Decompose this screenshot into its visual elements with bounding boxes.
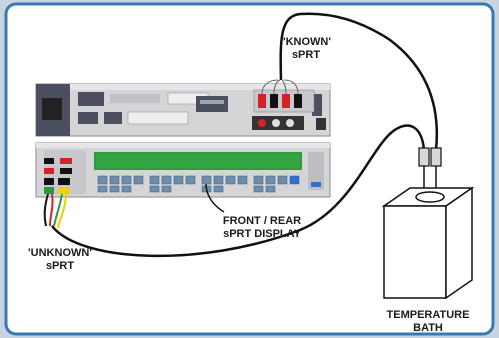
unknown-sprt-label-line1: 'UNKNOWN' bbox=[28, 247, 92, 259]
bath-side bbox=[445, 186, 473, 300]
sprt-cables bbox=[51, 12, 439, 258]
bridge-instrument-front-panel bbox=[35, 142, 331, 198]
unknown-lead-black bbox=[43, 193, 49, 227]
unknown-sprt-label-line2: sPRT bbox=[46, 260, 74, 272]
known-sprt-label-line2: sPRT bbox=[292, 49, 320, 61]
panel-switch bbox=[78, 92, 104, 106]
bath-front bbox=[383, 205, 447, 299]
unknown-lead-green bbox=[53, 193, 63, 227]
known-sprt-cable bbox=[279, 12, 439, 151]
front-red-terminal-1 bbox=[60, 158, 72, 164]
bath-opening bbox=[415, 191, 445, 203]
power-socket bbox=[42, 98, 62, 120]
temperature-bath bbox=[381, 147, 475, 300]
rear-black-terminal-2 bbox=[294, 94, 302, 108]
keypad bbox=[97, 175, 300, 193]
unknown-sprt-cable bbox=[51, 124, 426, 258]
front-black-terminal-3 bbox=[44, 178, 54, 185]
front-yellow-terminal bbox=[58, 187, 70, 194]
front-black-terminal-1 bbox=[44, 158, 54, 164]
known-sprt-probe-head bbox=[430, 147, 442, 167]
unknown-lead-red bbox=[49, 193, 54, 227]
rear-red-socket bbox=[258, 119, 266, 127]
unknown-sprt-probe-head bbox=[418, 147, 430, 167]
known-sprt-label-line1: 'KNOWN' bbox=[283, 36, 331, 48]
bath-label-line1: TEMPERATURE bbox=[387, 309, 470, 321]
display-label-line1: FRONT / REAR bbox=[223, 215, 301, 227]
bath-label-line2: BATH bbox=[413, 322, 443, 334]
display-label-line2: sPRT DISPLAY bbox=[223, 228, 302, 240]
unknown-lead-yellow bbox=[57, 193, 67, 229]
front-red-terminal-2 bbox=[44, 168, 54, 174]
rear-red-terminal-1 bbox=[258, 94, 266, 108]
rear-red-terminal-2 bbox=[282, 94, 290, 108]
front-black-terminal-2 bbox=[60, 168, 72, 174]
panel-handle bbox=[312, 94, 322, 116]
front-green-terminal bbox=[44, 187, 54, 194]
unknown-sprt-terminals bbox=[43, 158, 72, 229]
front-black-terminal-4 bbox=[58, 178, 70, 185]
rear-black-terminal-1 bbox=[270, 94, 278, 108]
display-pointer bbox=[205, 183, 225, 213]
known-sprt-terminals bbox=[253, 79, 315, 113]
